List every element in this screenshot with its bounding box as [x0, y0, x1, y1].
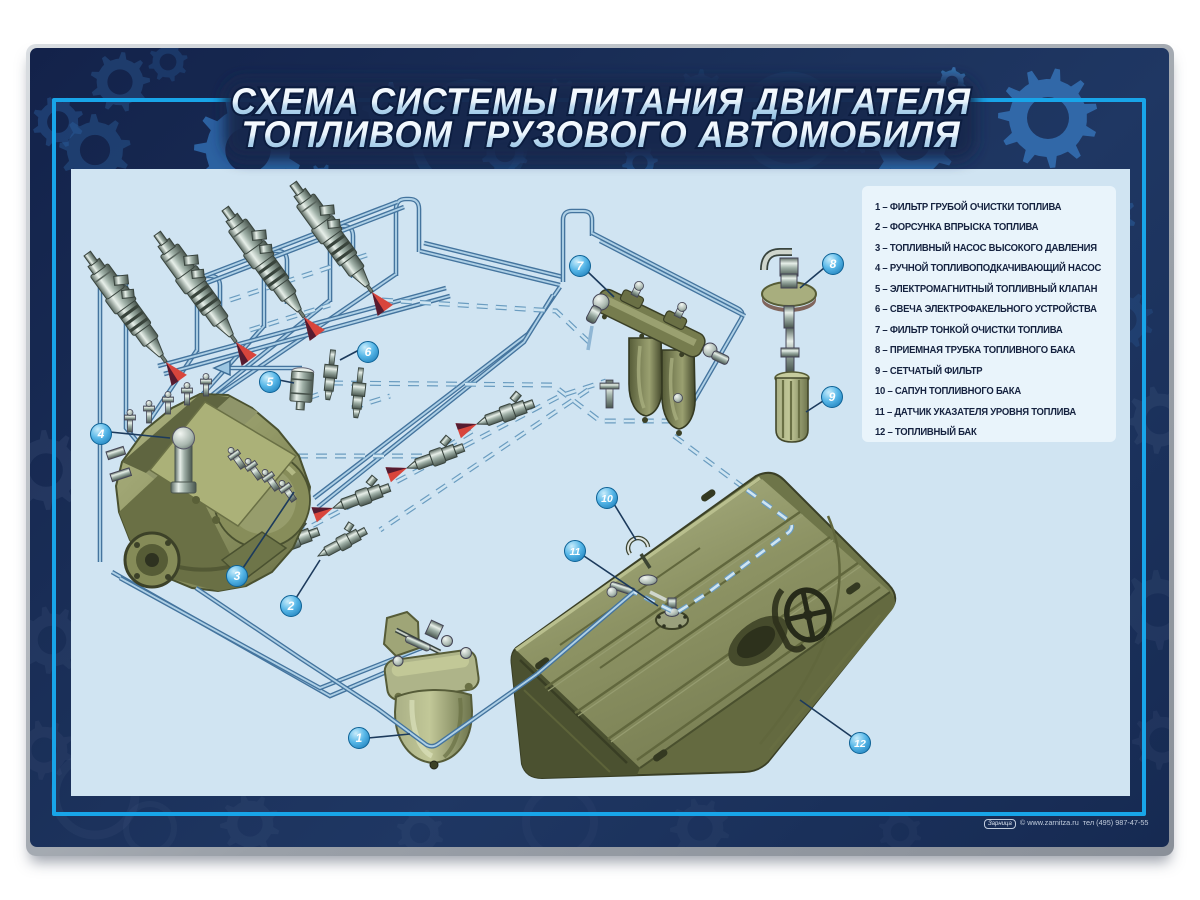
svg-text:5: 5 [267, 375, 274, 389]
svg-text:4: 4 [97, 427, 105, 441]
svg-text:11: 11 [570, 546, 581, 558]
svg-text:9: 9 [829, 390, 836, 404]
svg-text:СХЕМА СИСТЕМЫ ПИТАНИЯ ДВИГАТЕЛ: СХЕМА СИСТЕМЫ ПИТАНИЯ ДВИГАТЕЛЯ [231, 81, 971, 122]
svg-text:ТОПЛИВОМ ГРУЗОВОГО АВТОМОБИЛЯ: ТОПЛИВОМ ГРУЗОВОГО АВТОМОБИЛЯ [242, 114, 961, 155]
svg-text:2: 2 [287, 599, 295, 613]
svg-text:10: 10 [601, 493, 613, 505]
svg-text:6: 6 [365, 345, 372, 359]
svg-text:3: 3 [234, 569, 241, 583]
svg-text:12: 12 [854, 738, 866, 750]
svg-text:7: 7 [577, 259, 585, 273]
svg-text:1: 1 [356, 731, 363, 745]
svg-text:8: 8 [830, 257, 837, 271]
